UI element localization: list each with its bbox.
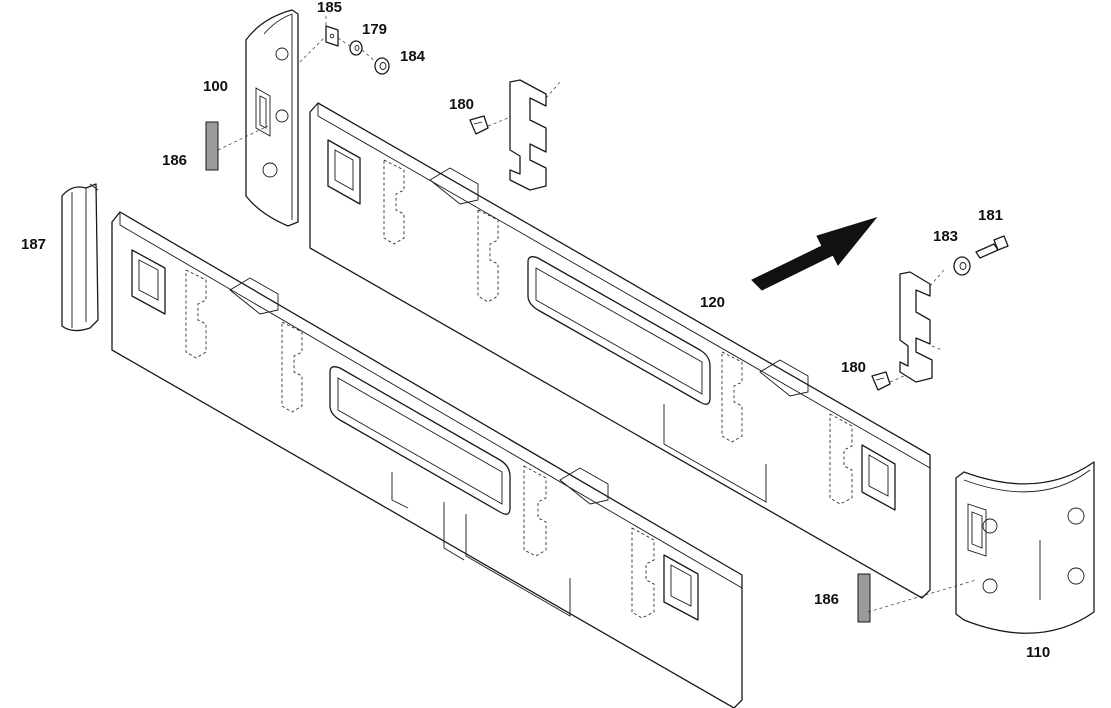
vertical-seal-profile xyxy=(61,183,99,332)
clip-180-lower xyxy=(871,371,891,391)
label-120: 120 xyxy=(700,294,725,311)
bracket-lower xyxy=(899,271,933,383)
direction-arrow-icon xyxy=(751,217,878,291)
left-end-cap xyxy=(245,9,299,227)
label-180-lower: 180 xyxy=(841,359,866,376)
washer-179 xyxy=(349,40,363,56)
label-185: 185 xyxy=(317,0,342,16)
strip-186-left xyxy=(205,121,219,171)
right-end-cap xyxy=(955,461,1095,634)
washer-plate-185 xyxy=(325,25,339,47)
clip-180-upper xyxy=(469,115,489,135)
label-186-right: 186 xyxy=(814,591,839,608)
leader-lines xyxy=(217,16,977,613)
nut-184 xyxy=(374,57,390,75)
bracket-upper xyxy=(509,79,547,191)
upper-side-panel xyxy=(309,102,931,599)
strip-186-right xyxy=(857,573,871,623)
label-179: 179 xyxy=(362,21,387,38)
washer-183 xyxy=(953,256,971,276)
label-187: 187 xyxy=(21,236,46,253)
label-110: 110 xyxy=(1026,644,1050,661)
bolt-181 xyxy=(975,235,1009,259)
label-180-upper: 180 xyxy=(449,96,474,113)
label-181: 181 xyxy=(978,207,1003,224)
lower-side-panel xyxy=(111,211,743,708)
label-100: 100 xyxy=(203,78,228,95)
label-183: 183 xyxy=(933,228,958,245)
label-186-left: 186 xyxy=(162,152,187,169)
label-184: 184 xyxy=(400,48,426,65)
